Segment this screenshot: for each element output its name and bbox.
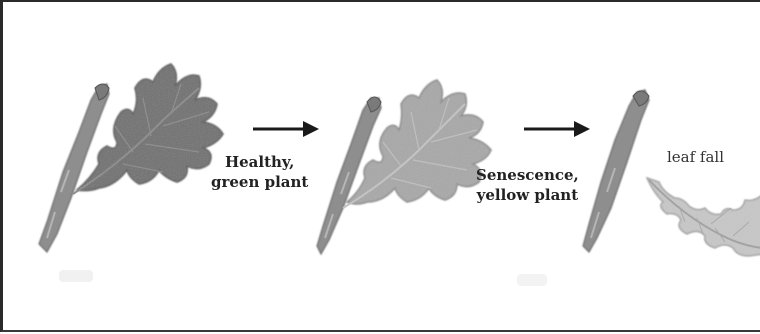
arrow-1 (253, 121, 319, 137)
healthy-label-line2: green plant (211, 172, 308, 192)
leaf-senescence-illustration (3, 2, 760, 334)
fallen-leaf (647, 178, 760, 256)
healthy-plant-label: Healthy, green plant (211, 152, 308, 192)
senescence-plant-label: Senescence, yellow plant (476, 165, 579, 205)
arrow-2 (524, 121, 590, 137)
bare-twig (583, 90, 649, 252)
faint-smudges (59, 270, 547, 286)
senescence-label-line2: yellow plant (476, 185, 579, 205)
senescence-label-line1: Senescence, (476, 165, 579, 185)
leaf-fall-label: leaf fall (667, 148, 724, 166)
healthy-label-line1: Healthy, (211, 152, 308, 172)
